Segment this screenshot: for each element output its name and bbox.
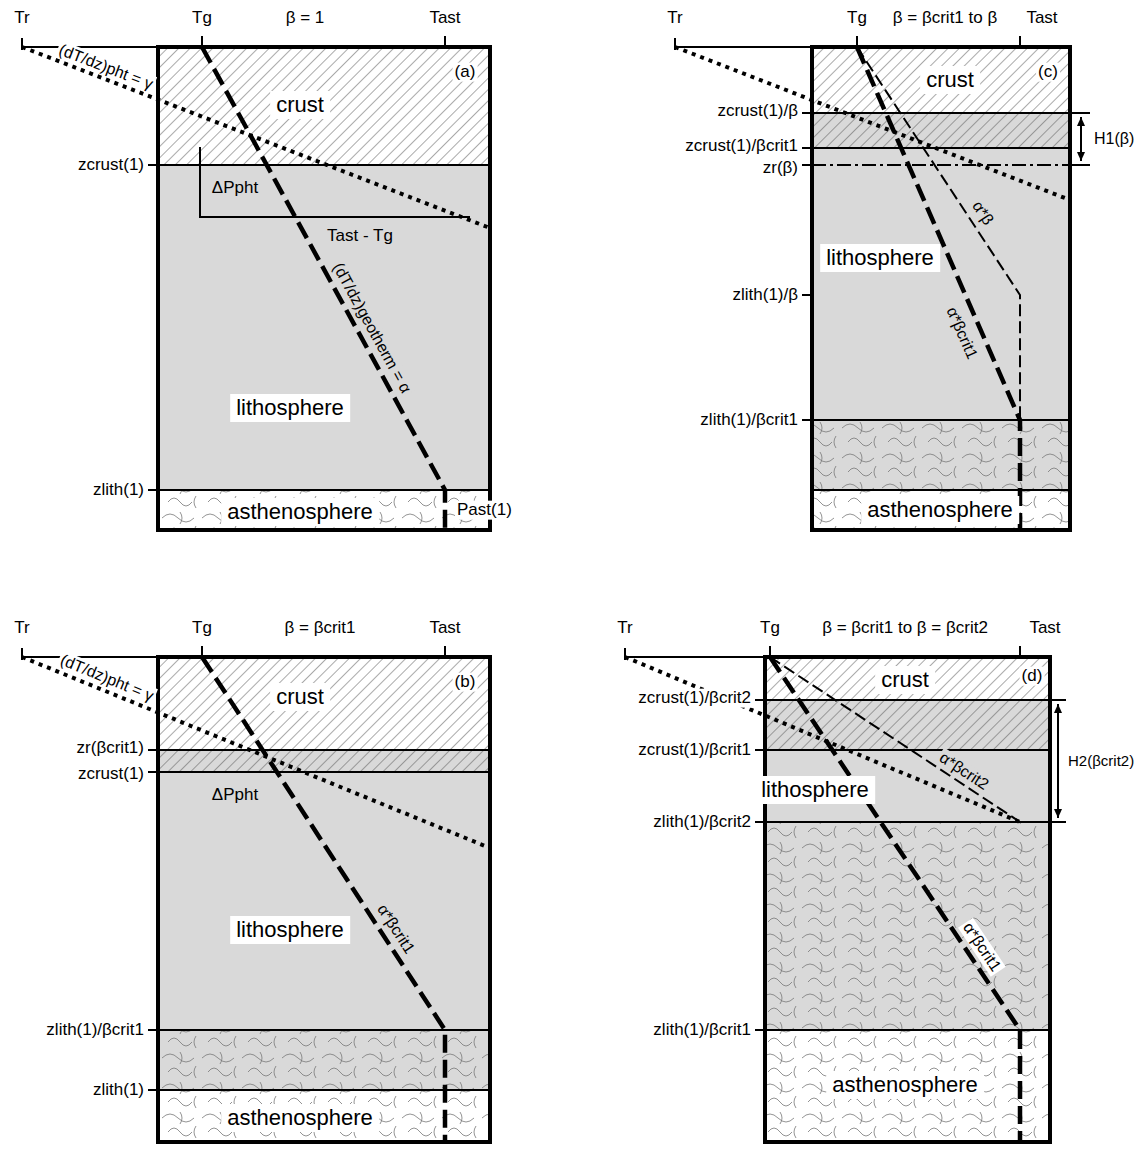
crust-layer: crust bbox=[920, 66, 980, 94]
crust-layer: crust bbox=[270, 683, 330, 711]
lithosphere-layer: lithosphere bbox=[755, 776, 875, 804]
layer-name: crust bbox=[276, 92, 324, 117]
depth-label: zlith(1) bbox=[91, 481, 146, 500]
depth-label: zcrust(1)/βcrit1 bbox=[683, 137, 800, 156]
layer-name: lithosphere bbox=[236, 395, 344, 420]
layer-name: crust bbox=[276, 684, 324, 709]
temperature-tick: Tg bbox=[758, 619, 782, 638]
gradient-label: (dT/dz)pht = γ bbox=[55, 40, 158, 94]
depth-label: zlith(1)/βcrit1 bbox=[698, 411, 800, 430]
crust-layer: crust bbox=[270, 91, 330, 119]
temperature-tick: Tast bbox=[427, 9, 462, 28]
depth-label: zlith(1)/βcrit2 bbox=[651, 813, 753, 832]
temperature-tick: Tr bbox=[12, 9, 31, 28]
lithosphere-layer: lithosphere bbox=[230, 394, 350, 422]
depth-label: zlith(1) bbox=[91, 1081, 146, 1100]
temperature-tick: Tast bbox=[1027, 619, 1062, 638]
lithosphere-layer: lithosphere bbox=[230, 916, 350, 944]
panel-heading: β = 1 bbox=[284, 9, 327, 28]
asthenosphere-layer: asthenosphere bbox=[826, 1071, 984, 1099]
asthenosphere-layer: asthenosphere bbox=[861, 496, 1019, 524]
depth-label: zr(βcrit1) bbox=[75, 739, 146, 758]
depth-label: zcrust(1)/βcrit1 bbox=[636, 741, 753, 760]
pressure-label: ΔPpht bbox=[210, 786, 260, 805]
layer-name: lithosphere bbox=[236, 917, 344, 942]
layer-name: crust bbox=[926, 67, 974, 92]
depth-label: zcrust(1) bbox=[76, 156, 146, 175]
temperature-tick: Tast bbox=[427, 619, 462, 638]
layer-name: asthenosphere bbox=[832, 1072, 978, 1097]
panel-letter: (d) bbox=[1020, 667, 1045, 686]
depth-label: zcrust(1) bbox=[76, 765, 146, 784]
layer-name: lithosphere bbox=[761, 777, 869, 802]
panel-letter: (c) bbox=[1036, 63, 1060, 82]
gradient-label: (dT/dz)pht = γ bbox=[56, 650, 158, 705]
panel-letter: (a) bbox=[453, 63, 478, 82]
layer-name: crust bbox=[881, 667, 929, 692]
layer-name: lithosphere bbox=[826, 245, 934, 270]
temperature-tick: Tr bbox=[615, 619, 634, 638]
depth-label: zcrust(1)/βcrit2 bbox=[636, 689, 753, 708]
panel-heading: β = βcrit1 bbox=[282, 619, 357, 638]
depth-label: zr(β) bbox=[761, 159, 800, 178]
thickness-label: H2(βcrit2) bbox=[1066, 753, 1136, 770]
pressure-label: ΔPpht bbox=[210, 179, 260, 198]
depth-label: zlith(1)/βcrit1 bbox=[44, 1021, 146, 1040]
temperature-tick: Tr bbox=[665, 9, 684, 28]
asthenosphere-layer: asthenosphere bbox=[221, 1104, 379, 1132]
asthenosphere-layer: asthenosphere bbox=[221, 498, 379, 526]
thickness-label: H1(β) bbox=[1092, 130, 1136, 148]
panel-heading: β = βcrit1 to β = βcrit2 bbox=[820, 619, 990, 638]
temperature-tick: Tg bbox=[190, 619, 214, 638]
layer-name: asthenosphere bbox=[227, 1105, 373, 1130]
pressure-label: Past(1) bbox=[455, 501, 514, 520]
temperature-tick: Tast bbox=[1024, 9, 1059, 28]
crust-layer: crust bbox=[875, 666, 935, 694]
temperature-tick: Tg bbox=[845, 9, 869, 28]
depth-label: zcrust(1)/β bbox=[715, 102, 800, 121]
depth-label: zlith(1)/βcrit1 bbox=[651, 1021, 753, 1040]
depth-label: zlith(1)/β bbox=[730, 286, 800, 305]
panel-heading: β = βcrit1 to β bbox=[891, 9, 999, 28]
lithosphere-layer: lithosphere bbox=[820, 244, 940, 272]
temperature-tick: Tg bbox=[190, 9, 214, 28]
temperature-difference: Tast - Tg bbox=[325, 227, 395, 246]
panel-letter: (b) bbox=[453, 673, 478, 692]
temperature-tick: Tr bbox=[12, 619, 31, 638]
layer-name: asthenosphere bbox=[227, 499, 373, 524]
layer-name: asthenosphere bbox=[867, 497, 1013, 522]
